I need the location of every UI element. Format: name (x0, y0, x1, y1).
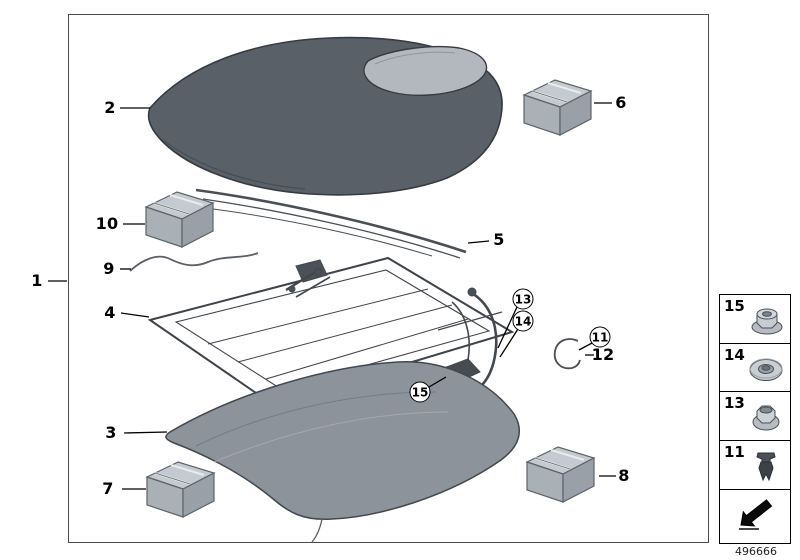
callout-6[interactable]: 6 (615, 93, 627, 112)
flange-nut-icon (751, 308, 783, 335)
roof-frame-part (147, 256, 515, 406)
direction-arrow-icon (739, 499, 773, 530)
legend-item-13[interactable]: 13 (719, 391, 791, 442)
mechanism-left (285, 259, 331, 298)
carton-part-7 (146, 461, 215, 518)
diagram-border (68, 14, 709, 543)
legend-item-14[interactable]: 14 (719, 342, 791, 393)
callout-10[interactable]: 10 (95, 214, 119, 233)
callout-3[interactable]: 3 (105, 423, 117, 442)
callout-14-circle[interactable]: 14 (512, 310, 534, 332)
callout-13-circle[interactable]: 13 (512, 288, 534, 310)
callout-9[interactable]: 9 (103, 259, 115, 278)
legend-label-15: 15 (724, 296, 745, 315)
callout-11-circle[interactable]: 11 (589, 326, 611, 348)
diagram-code: 496666 (735, 545, 777, 558)
headliner-part (165, 361, 521, 543)
expansion-rivet-icon (756, 452, 776, 482)
grommet-icon (749, 358, 783, 381)
legend-label-14: 14 (724, 345, 745, 364)
carton-part-8 (526, 446, 595, 503)
cable-part (129, 252, 259, 272)
legend-label-13: 13 (724, 394, 745, 413)
callout-5[interactable]: 5 (493, 230, 505, 249)
collar-nut-icon (752, 405, 780, 431)
callout-2[interactable]: 2 (104, 98, 116, 117)
carton-part-10 (145, 191, 214, 248)
legend-item-15[interactable]: 15 (719, 293, 791, 344)
fastener-legend: 15 14 13 (719, 293, 791, 545)
callout-4[interactable]: 4 (104, 303, 116, 322)
hook-part (553, 338, 581, 370)
legend-item-11[interactable]: 11 (719, 440, 791, 491)
legend-item-arrow[interactable] (719, 489, 791, 545)
callout-15-circle[interactable]: 15 (409, 381, 431, 403)
roof-canvas-part (147, 36, 503, 196)
callout-8[interactable]: 8 (618, 466, 630, 485)
carton-part-6 (523, 79, 592, 136)
callout-1[interactable]: 1 (31, 271, 43, 290)
callout-7[interactable]: 7 (102, 479, 114, 498)
leader-lines (48, 102, 616, 490)
legend-label-11: 11 (724, 443, 745, 462)
roof-rails-part (187, 188, 467, 259)
callout-12[interactable]: 12 (591, 345, 615, 364)
